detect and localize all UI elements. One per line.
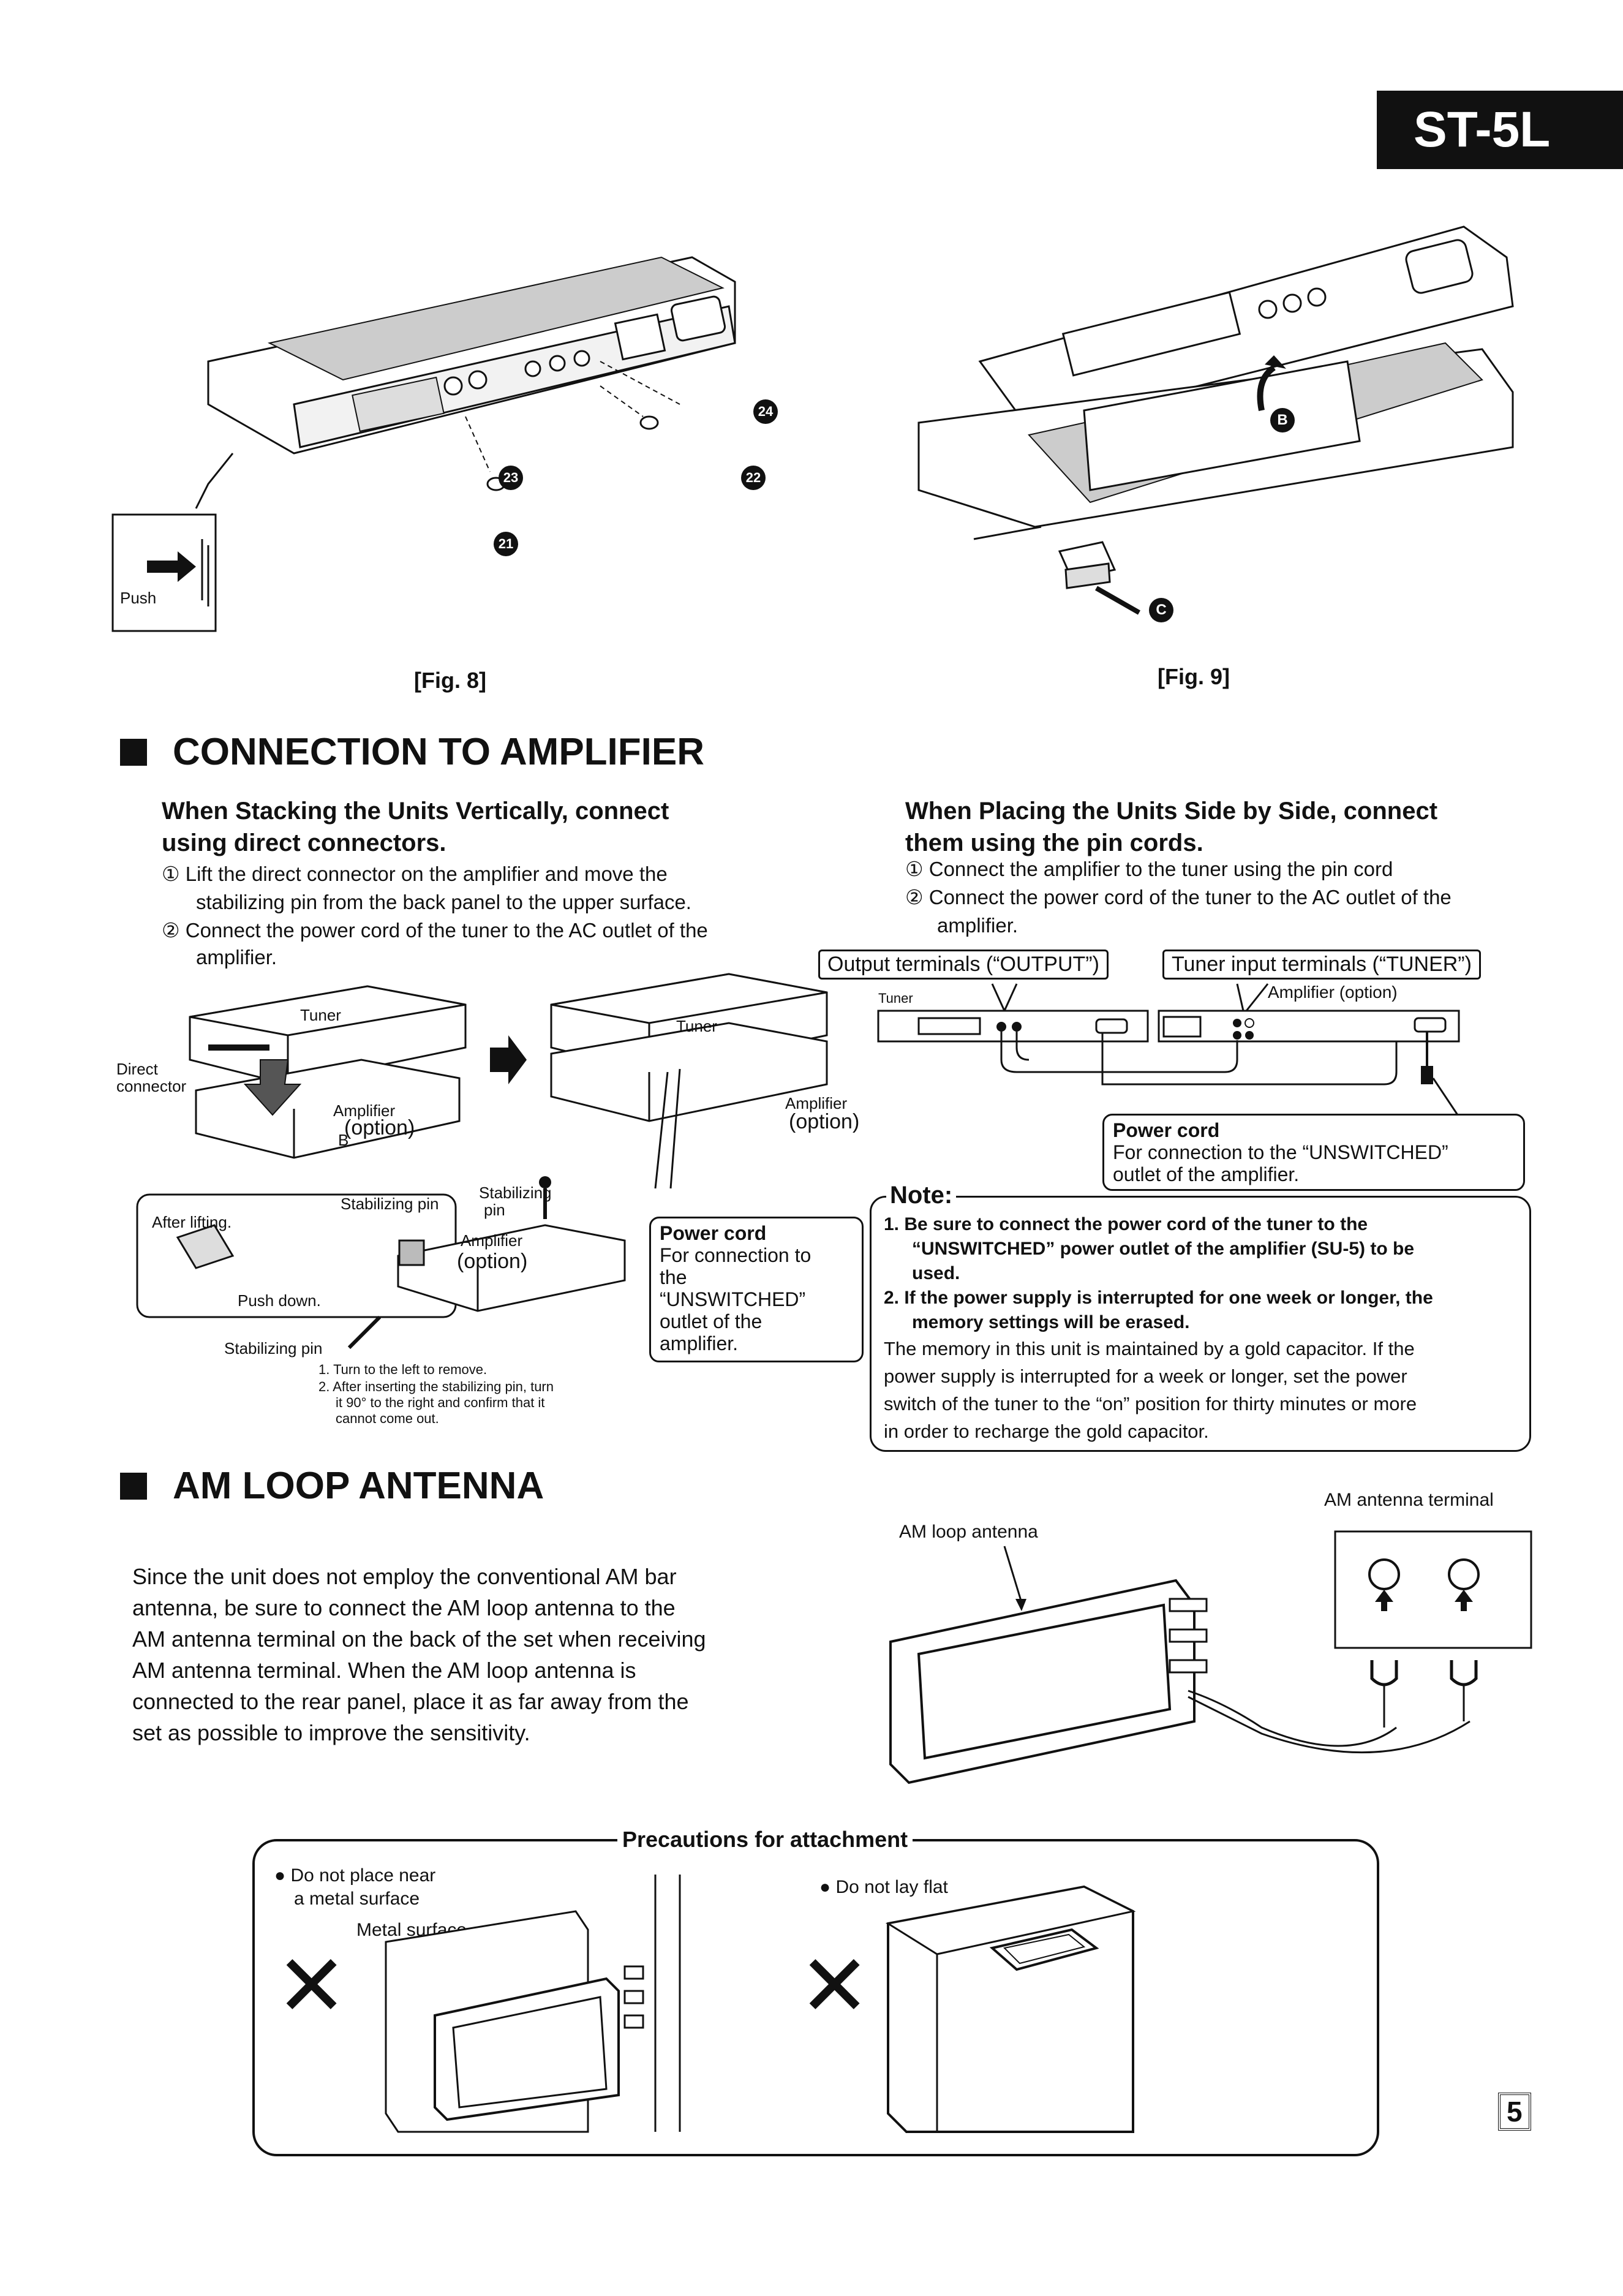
power-cord-left-3: “UNSWITCHED” [660, 1288, 806, 1310]
am-text-5: connected to the rear panel, place it as… [132, 1689, 689, 1714]
heading-bullet-2 [120, 1472, 147, 1500]
model-badge: ST-5L [1377, 91, 1623, 169]
page-number: 5 [1498, 2093, 1531, 2131]
lbl-option-a: (option) [344, 1116, 415, 1139]
power-cord-right-title: Power cord [1113, 1119, 1220, 1141]
am-text-1: Since the unit does not employ the conve… [132, 1564, 677, 1589]
am-loop-heading-text: AM LOOP ANTENNA [173, 1465, 544, 1507]
tuner-input-label: Tuner input terminals (“TUNER”) [1162, 950, 1481, 980]
fig9-illustration [917, 225, 1514, 615]
precautions-title: Precautions for attachment [617, 1827, 913, 1852]
am-antenna-diagram [889, 1530, 1532, 1784]
am-loop-label: AM loop antenna [899, 1522, 1038, 1542]
stacking-step1-1: ① Lift the direct connector on the ampli… [162, 863, 668, 885]
x-mark-left: ✕ [276, 1938, 348, 2034]
stacking-subhead-1: When Stacking the Units Vertically, conn… [162, 798, 669, 825]
lbl-tuner-b: Tuner [676, 1017, 717, 1035]
callout-c: C [1149, 598, 1173, 622]
power-cord-left-4: outlet of the [660, 1310, 763, 1332]
note-body-2: power supply is interrupted for a week o… [884, 1365, 1407, 1387]
side-by-side-diagram [877, 983, 1460, 1115]
am-text-6: set as possible to improve the sensitivi… [132, 1720, 530, 1745]
am-text-3: AM antenna terminal on the back of the s… [132, 1626, 706, 1652]
side-subhead-1: When Placing the Units Side by Side, con… [905, 798, 1438, 825]
note-title: Note: [886, 1182, 957, 1209]
side-step2-2: amplifier. [937, 914, 1019, 937]
power-cord-left-title: Power cord [660, 1222, 767, 1244]
lbl-amplifier-b: Amplifier [785, 1094, 848, 1112]
fig8-illustration [111, 256, 736, 632]
lbl-tuner-small: Tuner [878, 991, 913, 1006]
lbl-direct-1: Direct [116, 1060, 158, 1078]
turn-note-2a: 2. After inserting the stabilizing pin, … [318, 1379, 554, 1394]
connection-heading: CONNECTION TO AMPLIFIER [120, 730, 704, 774]
lbl-option-c: (option) [457, 1250, 528, 1273]
side-subhead-2: them using the pin cords. [905, 829, 1203, 856]
callout-b: B [1270, 408, 1295, 432]
callout-22: 22 [741, 466, 766, 490]
output-terminals-label: Output terminals (“OUTPUT”) [818, 950, 1109, 980]
lbl-amplifier-a: Amplifier [333, 1101, 396, 1120]
lbl-stabilizing-pin: Stabilizing pin [341, 1195, 439, 1213]
lbl-after-lifting: After lifting. [152, 1213, 232, 1231]
am-text-2: antenna, be sure to connect the AM loop … [132, 1595, 676, 1620]
lbl-direct-2: connector [116, 1077, 187, 1095]
power-cord-right-2: outlet of the amplifier. [1113, 1163, 1300, 1185]
connection-heading-text: CONNECTION TO AMPLIFIER [173, 731, 704, 773]
note-item1-3: used. [912, 1263, 960, 1283]
power-cord-left-5: amplifier. [660, 1332, 739, 1354]
power-cord-right-1: For connection to the “UNSWITCHED” [1113, 1141, 1448, 1163]
note-body-4: in order to recharge the gold capacitor. [884, 1421, 1209, 1442]
am-text-4: AM antenna terminal. When the AM loop an… [132, 1658, 636, 1683]
note-item1-2: “UNSWITCHED” power outlet of the amplifi… [912, 1239, 1415, 1259]
heading-bullet [120, 738, 147, 766]
fig8-caption: [Fig. 8] [414, 668, 486, 693]
callout-21: 21 [494, 532, 518, 556]
prec-item1-1: ● Do not place near [274, 1865, 436, 1886]
fig8-push-label: Push [120, 589, 157, 607]
note-body-3: switch of the tuner to the “on” position… [884, 1393, 1417, 1414]
precautions-illustrations [385, 1875, 1136, 2133]
prec-item2: ● Do not lay flat [819, 1877, 948, 1897]
side-step1: ① Connect the amplifier to the tuner usi… [905, 858, 1393, 880]
side-step2-1: ② Connect the power cord of the tuner to… [905, 886, 1452, 908]
lbl-stabilizing-2: pin [484, 1201, 505, 1219]
lbl-b: B [338, 1131, 349, 1149]
lbl-push-down: Push down. [238, 1291, 321, 1310]
lbl-amplifier-c: Amplifier [461, 1231, 523, 1250]
stacking-diagram [136, 973, 828, 1350]
note-body-1: The memory in this unit is maintained by… [884, 1338, 1415, 1359]
lbl-option-b: (option) [789, 1110, 860, 1133]
turn-note-1: 1. Turn to the left to remove. [318, 1362, 488, 1377]
power-cord-left-1: For connection to [660, 1244, 812, 1266]
lbl-stabilizing-1: Stabilizing [479, 1184, 552, 1202]
power-cord-callout-right: Power cord For connection to the “UNSWIT… [1102, 1114, 1525, 1191]
x-mark-right: ✕ [799, 1938, 871, 2034]
note-item1-1: 1. Be sure to connect the power cord of … [884, 1214, 1368, 1234]
stacking-step1-2: stabilizing pin from the back panel to t… [196, 891, 691, 913]
fig9-caption: [Fig. 9] [1158, 664, 1230, 689]
stacking-step2-1: ② Connect the power cord of the tuner to… [162, 919, 708, 942]
callout-24: 24 [753, 399, 778, 424]
am-loop-heading: AM LOOP ANTENNA [120, 1464, 544, 1508]
power-cord-callout-left: Power cord For connection to the “UNSWIT… [649, 1217, 864, 1362]
stacking-step2-2: amplifier. [196, 946, 277, 969]
note-item2-1: 2. If the power supply is interrupted fo… [884, 1288, 1433, 1308]
turn-note-2c: cannot come out. [336, 1411, 439, 1426]
stacking-subhead-2: using direct connectors. [162, 829, 446, 856]
note-item2-2: memory settings will be erased. [912, 1312, 1190, 1332]
turn-note-2b: it 90° to the right and confirm that it [336, 1395, 545, 1410]
note-box: Note: 1. Be sure to connect the power co… [870, 1182, 1531, 1452]
am-terminal-label: AM antenna terminal [1324, 1490, 1494, 1510]
power-cord-left-2: the [660, 1266, 687, 1288]
prec-item1-2: a metal surface [294, 1889, 420, 1909]
lbl-tuner-a: Tuner [300, 1006, 341, 1024]
lbl-amplifier-option: Amplifier (option) [1268, 983, 1398, 1002]
callout-23: 23 [499, 466, 523, 490]
lbl-stabilizing-pin-bottom: Stabilizing pin [224, 1339, 323, 1358]
